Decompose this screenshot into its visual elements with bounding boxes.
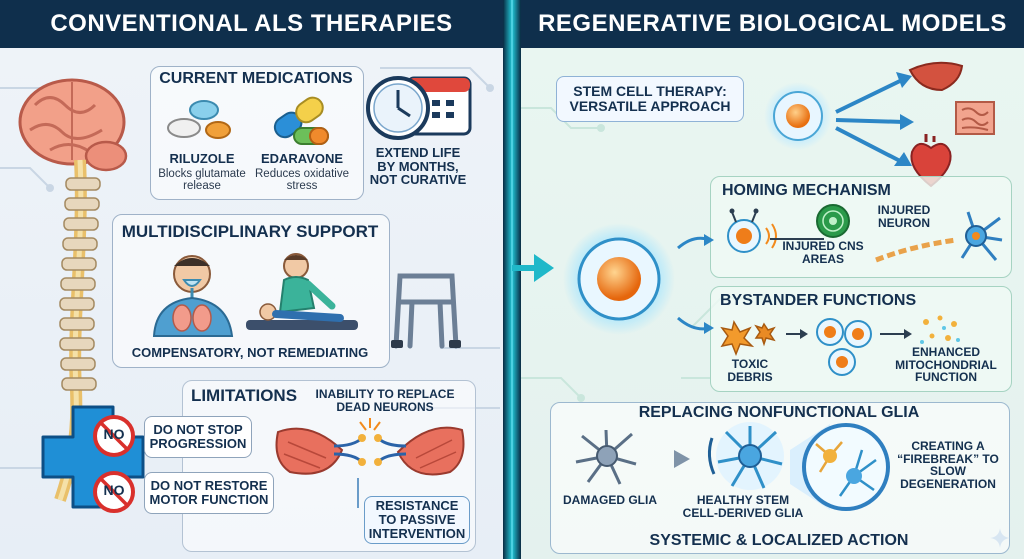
stem-cell-large-icon bbox=[563, 223, 675, 335]
bystander-arrow bbox=[677, 316, 714, 334]
no-restore-motor: DO NOT RESTORE MOTOR FUNCTION bbox=[144, 472, 274, 514]
glowing-divider bbox=[503, 0, 521, 559]
physiotherapy-icon bbox=[246, 253, 358, 330]
limitations-title: LIMITATIONS bbox=[190, 386, 298, 405]
liver-icon bbox=[908, 61, 964, 92]
clock-calendar-icon bbox=[366, 76, 472, 140]
glia-title: REPLACING NONFUNCTIONAL GLIA bbox=[638, 404, 920, 421]
energy-particles-icon bbox=[920, 315, 960, 344]
transition-arrow-icon bbox=[512, 254, 554, 282]
no-stop-progression: DO NOT STOP PROGRESSION bbox=[144, 416, 252, 458]
no-label-2: NO bbox=[103, 482, 125, 498]
capsule-icon bbox=[273, 96, 329, 145]
support-box bbox=[112, 214, 390, 368]
heart-icon bbox=[910, 134, 952, 188]
inability-text: INABILITY TO REPLACE DEAD NEURONS bbox=[315, 387, 455, 414]
left-header: CONVENTIONAL ALS THERAPIES bbox=[0, 0, 503, 48]
homing-box bbox=[710, 176, 1012, 278]
homing-title: HOMING MECHANISM bbox=[722, 182, 891, 199]
riluzole-desc: Blocks glutamate release bbox=[158, 168, 246, 193]
firebreak-text: CREATING A “FIREBREAK” TO SLOW DEGENERAT… bbox=[897, 439, 999, 491]
damaged-glia-icon bbox=[575, 429, 637, 485]
brain-spine-illustration bbox=[18, 78, 128, 502]
riluzole-name: RILUZOLE bbox=[169, 151, 235, 166]
stem-cell-callout: STEM CELL THERAPY: VERSATILE APPROACH bbox=[556, 76, 744, 122]
callout-connector bbox=[357, 478, 359, 508]
mitochondria-cells-icon bbox=[816, 318, 872, 376]
radar-target-icon bbox=[816, 204, 850, 238]
firebreak-magnified-icon bbox=[790, 423, 890, 511]
bystander-flow-arrow-1 bbox=[786, 329, 808, 339]
homing-cell-icon bbox=[727, 208, 777, 253]
injured-neuron-icon bbox=[875, 211, 1003, 263]
bystander-title: BYSTANDER FUNCTIONS bbox=[720, 292, 917, 309]
brain-icon bbox=[18, 78, 128, 172]
sparkle-icon bbox=[990, 528, 1010, 548]
stem-cell-small-icon bbox=[764, 82, 832, 150]
intestine-icon bbox=[955, 101, 995, 135]
damaged-glia-text: DAMAGED GLIA bbox=[563, 493, 657, 507]
toxic-debris-text: TOXIC DEBRIS bbox=[727, 357, 773, 384]
right-header: REGENERATIVE BIOLOGICAL MODELS bbox=[521, 0, 1024, 48]
glia-box bbox=[550, 402, 1010, 554]
differentiation-arrows bbox=[835, 72, 914, 166]
edaravone-name: EDARAVONE bbox=[260, 151, 344, 166]
glia-flow-arrow bbox=[674, 450, 690, 468]
injured-neuron-text: INJURED NEURON bbox=[877, 203, 931, 230]
no-badge-icon-2 bbox=[93, 471, 135, 513]
respiratory-support-icon bbox=[152, 255, 234, 337]
enhanced-mito-text: ENHANCED MITOCHONDRIAL FUNCTION bbox=[895, 345, 997, 385]
toxic-debris-icon bbox=[720, 320, 776, 357]
walker-icon bbox=[391, 273, 461, 349]
injured-cns-text: INJURED CNS AREAS bbox=[782, 239, 864, 266]
homing-line bbox=[770, 238, 824, 240]
pill-tablets-icon bbox=[167, 100, 231, 139]
no-label-1: NO bbox=[103, 426, 125, 442]
edaravone-desc: Reduces oxidative stress bbox=[255, 168, 349, 193]
healthy-glia-text: HEALTHY STEM CELL-DERIVED GLIA bbox=[682, 493, 804, 520]
severed-neuron-muscle-icon bbox=[275, 418, 465, 476]
extend-life-text: EXTEND LIFE BY MONTHS, NOT CURATIVE bbox=[369, 145, 467, 188]
bystander-flow-arrow-2 bbox=[880, 329, 912, 339]
no-badge-icon bbox=[93, 415, 135, 457]
healthy-glia-icon bbox=[707, 422, 784, 490]
resistance-callout: RESISTANCE TO PASSIVE INTERVENTION bbox=[364, 496, 470, 544]
homing-arrow bbox=[677, 234, 714, 250]
medications-title: CURRENT MEDICATIONS bbox=[159, 70, 353, 87]
support-title: MULTIDISCIPLINARY SUPPORT bbox=[121, 222, 379, 241]
systemic-localized-footer: SYSTEMIC & LOCALIZED ACTION bbox=[649, 532, 909, 549]
support-caption: COMPENSATORY, NOT REMEDIATING bbox=[131, 345, 369, 360]
